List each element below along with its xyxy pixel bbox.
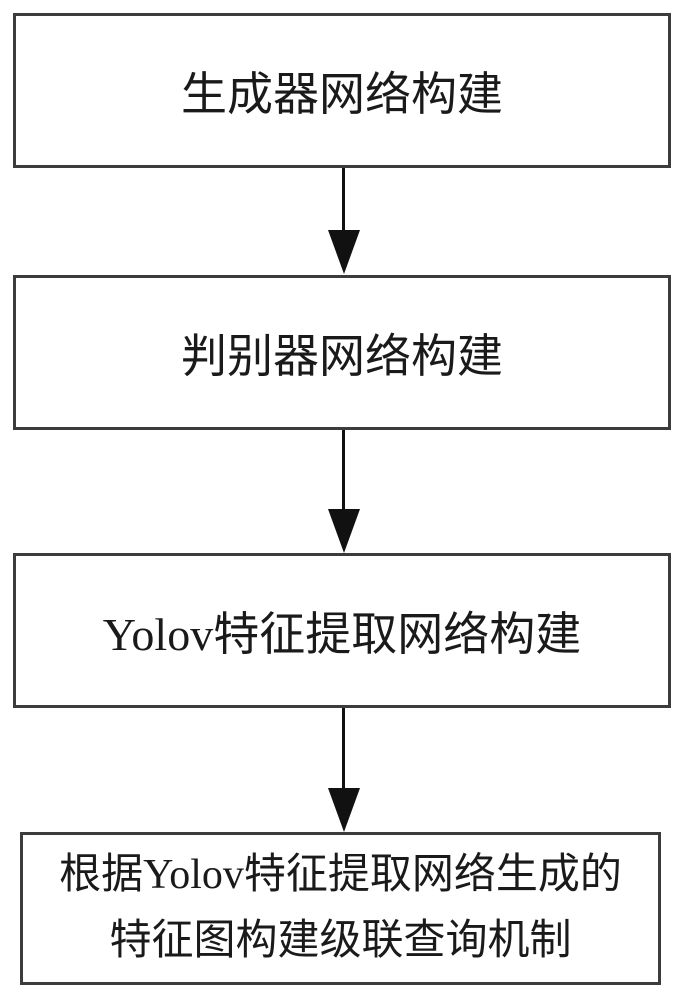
down-arrow-icon — [328, 788, 360, 832]
down-arrow-line — [342, 430, 345, 509]
down-arrow-line — [342, 708, 345, 788]
flow-step-cascade-query-mechanism-box: 根据Yolov特征提取网络生成的 特征图构建级联查询机制 — [20, 832, 661, 985]
down-arrow-icon — [328, 230, 360, 274]
flow-step-label: Yolov特征提取网络构建 — [102, 608, 582, 660]
flow-step-label-line-1: 根据Yolov特征提取网络生成的 — [59, 852, 622, 899]
down-arrow-icon — [328, 509, 360, 553]
down-arrow-line — [342, 168, 345, 230]
flow-step-label-line-2: 特征图构建级联查询机制 — [109, 917, 572, 964]
flow-step-yolov-feature-network-box: Yolov特征提取网络构建 — [13, 553, 671, 708]
flow-step-label: 判别器网络构建 — [181, 330, 503, 382]
flow-step-generator-network-box: 生成器网络构建 — [13, 13, 671, 168]
flow-step-discriminator-network-box: 判别器网络构建 — [13, 275, 671, 430]
flow-step-label: 生成器网络构建 — [181, 68, 503, 120]
